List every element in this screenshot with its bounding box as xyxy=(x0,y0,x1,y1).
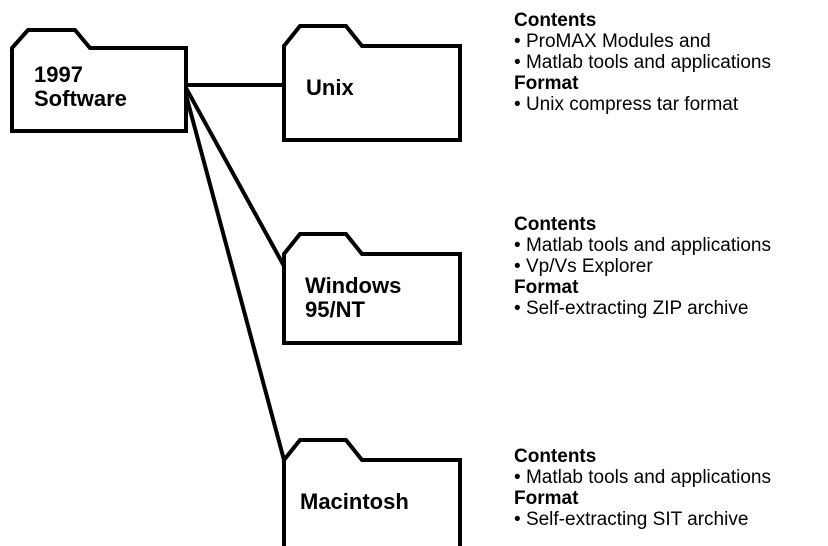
macintosh-label-line1: Macintosh xyxy=(300,489,409,514)
root-label-line2: Software xyxy=(34,86,127,111)
unix-format-header: Format xyxy=(514,73,579,94)
unix-description: Contents ProMAX Modules and Matlab tools… xyxy=(514,10,771,115)
unix-label-line1: Unix xyxy=(306,75,354,100)
unix-contents-item: Matlab tools and applications xyxy=(514,52,771,73)
unix-contents-item: ProMAX Modules and xyxy=(514,31,771,52)
windows-label-line1: Windows xyxy=(305,273,402,298)
windows-contents-item: Matlab tools and applications xyxy=(514,235,771,256)
windows-folder-label: Windows 95/NT xyxy=(305,274,401,322)
unix-format-item: Unix compress tar format xyxy=(514,94,771,115)
windows-format-header: Format xyxy=(514,277,579,298)
macintosh-contents-item: Matlab tools and applications xyxy=(514,467,771,488)
windows-description: Contents Matlab tools and applications V… xyxy=(514,214,771,319)
macintosh-description: Contents Matlab tools and applications F… xyxy=(514,446,771,530)
unix-contents-header: Contents xyxy=(514,10,597,31)
macintosh-contents-header: Contents xyxy=(514,446,597,467)
macintosh-folder-label: Macintosh xyxy=(300,490,409,514)
windows-label-line2: 95/NT xyxy=(305,297,365,322)
root-folder-label: 1997 Software xyxy=(34,63,127,111)
connector-root-macintosh xyxy=(184,94,286,461)
root-label-line1: 1997 xyxy=(34,62,83,87)
unix-folder-icon xyxy=(282,24,462,142)
unix-folder-label: Unix xyxy=(306,76,354,100)
macintosh-format-header: Format xyxy=(514,488,579,509)
windows-contents-header: Contents xyxy=(514,214,597,235)
connector-root-windows xyxy=(184,87,286,267)
windows-folder-icon xyxy=(282,232,462,345)
root-folder-icon xyxy=(10,28,188,133)
windows-contents-item: Vp/Vs Explorer xyxy=(514,256,771,277)
macintosh-folder-icon xyxy=(282,438,462,546)
windows-format-item: Self-extracting ZIP archive xyxy=(514,298,771,319)
macintosh-format-item: Self-extracting SIT archive xyxy=(514,509,771,530)
